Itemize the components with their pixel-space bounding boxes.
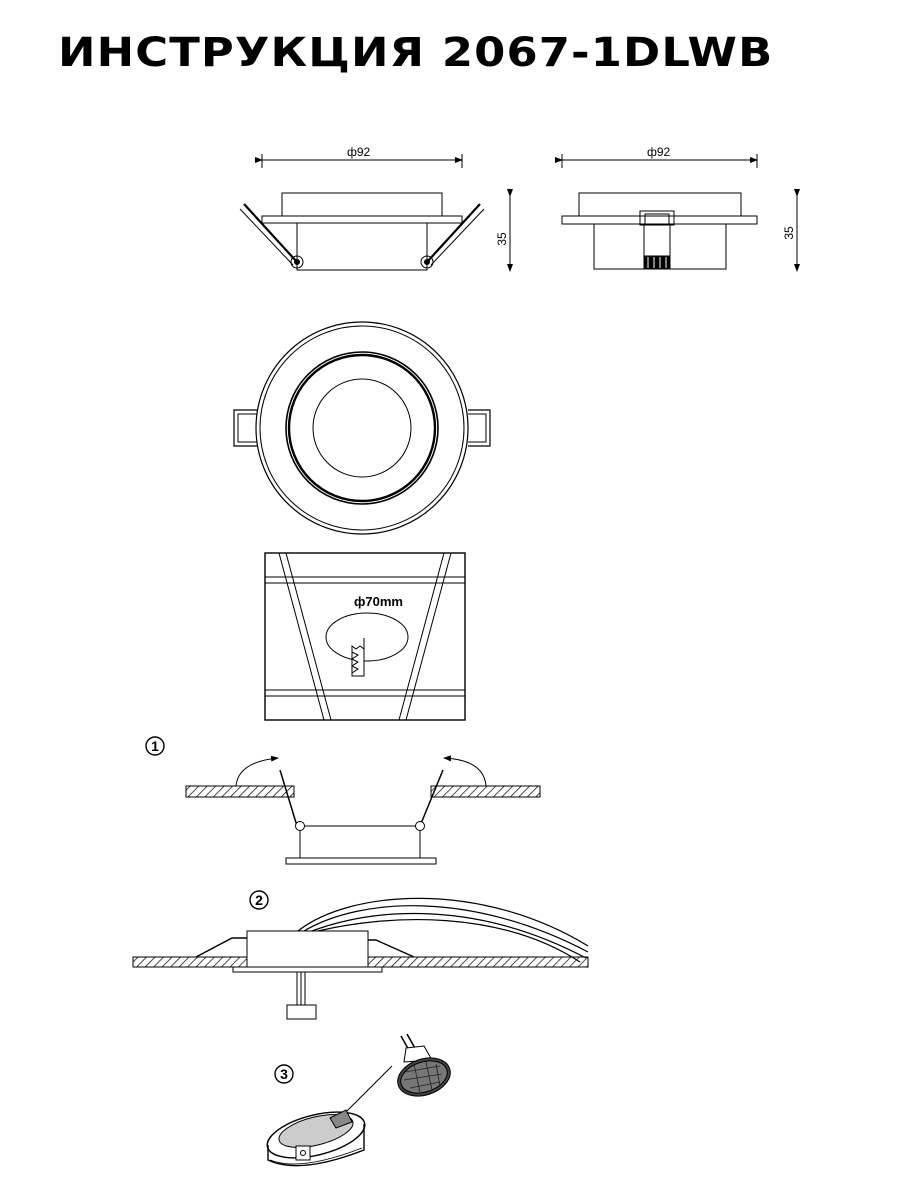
spring-pivot-left-center (294, 259, 300, 265)
fixture-body (246, 930, 369, 968)
diameter-label-left: ф92 (347, 145, 371, 159)
flange (561, 215, 758, 225)
fixture-housing (266, 1109, 366, 1167)
spring-pivot-right-center (424, 259, 430, 265)
fixture-flange (232, 966, 383, 973)
step-1-number: 1 (151, 738, 159, 754)
step-1-badge (145, 736, 165, 756)
spring-pivot (415, 821, 425, 831)
arrow-left (235, 755, 279, 787)
spring-left-edge (239, 208, 294, 266)
ceiling-panel (264, 552, 466, 721)
flange (261, 215, 463, 224)
height-label-left: 35 (495, 232, 509, 246)
spring-left (243, 203, 298, 263)
spring-right (426, 203, 481, 263)
spring-right-edge (430, 208, 485, 266)
step-3-number: 3 (280, 1066, 288, 1082)
ceiling-left (185, 785, 295, 798)
mr16-bulb (397, 1033, 451, 1097)
cutout-hole (325, 612, 409, 662)
page-title: ИНСТРУКЦИЯ 2067-1DLWB (58, 30, 774, 76)
lens (312, 378, 412, 478)
housing-top (578, 192, 742, 217)
spring-pivot (295, 821, 305, 831)
socket-body (643, 224, 671, 257)
diameter-label-right: ф92 (647, 145, 671, 159)
cutout-diameter-label: ф70mm (354, 594, 403, 609)
housing-top (281, 192, 443, 217)
bezel-ring-inner (287, 353, 437, 503)
connector-block (286, 1004, 317, 1020)
cable (297, 897, 589, 947)
side-view-clip (555, 154, 800, 272)
outer-ring-inner (259, 325, 465, 531)
housing-body (296, 222, 428, 271)
step-3-diagram (266, 1033, 451, 1167)
fixture-flange (285, 857, 437, 865)
bezel-ring (285, 351, 439, 505)
step-2-diagram (132, 890, 589, 1020)
outer-ring (255, 321, 469, 535)
socket-base (643, 255, 671, 270)
step-1-diagram (145, 736, 541, 865)
step-3-badge (274, 1064, 294, 1084)
height-label-right: 35 (782, 226, 796, 240)
clip-inner (644, 213, 670, 225)
top-view (233, 321, 491, 535)
step-2-number: 2 (255, 892, 263, 908)
tab-right (468, 409, 491, 447)
spring-pivot-right (420, 255, 434, 269)
arrow-right (443, 755, 487, 787)
leader-line (345, 1065, 393, 1113)
spring-pivot-left (290, 255, 304, 269)
ceiling-cutout-diagram (264, 552, 466, 721)
tab-left (233, 409, 257, 447)
ceiling-right (430, 785, 541, 798)
step-2-badge (249, 890, 269, 910)
side-view-springs (239, 154, 513, 272)
